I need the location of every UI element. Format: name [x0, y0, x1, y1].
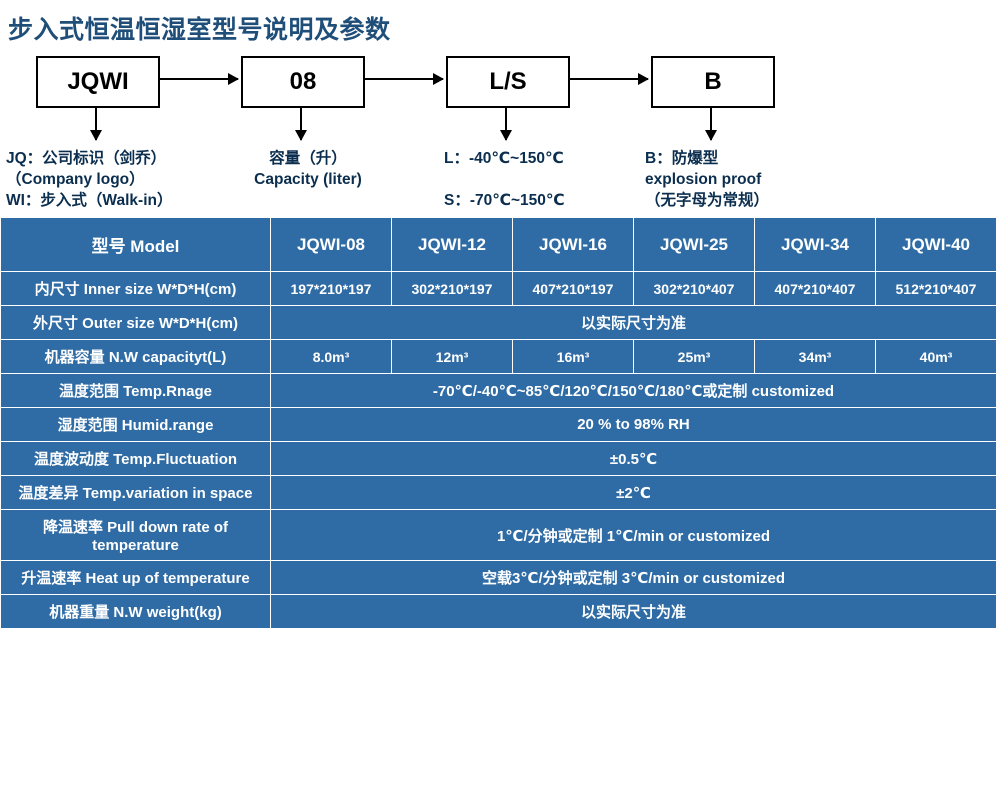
row-value-span: 以实际尺寸为准	[270, 594, 996, 629]
arrow-right-icon-2	[363, 73, 444, 85]
arrow-down-icon-4	[705, 106, 717, 141]
table-header-model: JQWI-40	[875, 217, 996, 272]
diagram-box-temp-range-code: L/S	[446, 56, 570, 108]
row-value-cell: 302*210*197	[391, 271, 513, 306]
row-value-cell: 197*210*197	[270, 271, 392, 306]
diagram-caption-capacity: 容量（升） Capacity (liter)	[254, 150, 362, 188]
row-value-span: -70℃/-40℃~85℃/120℃/150℃/180℃或定制 customiz…	[270, 373, 996, 408]
table-row: 外尺寸 Outer size W*D*H(cm)以实际尺寸为准	[0, 305, 996, 340]
diagram-box-capacity-code: 08	[241, 56, 365, 108]
table-header-label: 型号 Model	[0, 217, 271, 272]
row-label: 湿度范围 Humid.range	[0, 407, 271, 442]
row-label: 外尺寸 Outer size W*D*H(cm)	[0, 305, 271, 340]
row-value-span: 空载3℃/分钟或定制 3℃/min or customized	[270, 560, 996, 595]
diagram-box-model-prefix: JQWI	[36, 56, 160, 108]
table-header-model: JQWI-34	[754, 217, 876, 272]
row-value-cell: 25m³	[633, 339, 755, 374]
table-header-model: JQWI-25	[633, 217, 755, 272]
row-value-cell: 34m³	[754, 339, 876, 374]
arrow-right-icon-3	[568, 73, 649, 85]
row-value-cell: 8.0m³	[270, 339, 392, 374]
row-value-cell: 302*210*407	[633, 271, 755, 306]
arrow-down-icon-3	[500, 106, 512, 141]
row-label: 温度范围 Temp.Rnage	[0, 373, 271, 408]
table-header-model: JQWI-16	[512, 217, 634, 272]
table-row: 温度范围 Temp.Rnage-70℃/-40℃~85℃/120℃/150℃/1…	[0, 373, 996, 408]
row-label: 温度差异 Temp.variation in space	[0, 475, 271, 510]
row-label: 降温速率 Pull down rate of temperature	[0, 509, 271, 561]
row-value-span: 以实际尺寸为准	[270, 305, 996, 340]
row-value-span: ±0.5℃	[270, 441, 996, 476]
table-header-model: JQWI-08	[270, 217, 392, 272]
row-value-cell: 40m³	[875, 339, 996, 374]
row-value-cell: 512*210*407	[875, 271, 996, 306]
row-value-cell: 407*210*197	[512, 271, 634, 306]
row-label: 温度波动度 Temp.Fluctuation	[0, 441, 271, 476]
page-title: 步入式恒温恒湿室型号说明及参数	[8, 16, 391, 44]
diagram-caption-company-logo: JQ：公司标识（剑乔） （Company logo） WI：步入式（Walk-i…	[6, 150, 173, 209]
diagram-caption-temp-range: L：-40℃~150℃ S：-70℃~150℃	[444, 150, 565, 209]
table-header-model: JQWI-12	[391, 217, 513, 272]
row-label: 内尺寸 Inner size W*D*H(cm)	[0, 271, 271, 306]
row-label: 机器容量 N.W capacityt(L)	[0, 339, 271, 374]
table-row: 机器重量 N.W weight(kg)以实际尺寸为准	[0, 594, 996, 629]
diagram-caption-explosion-proof: B：防爆型 explosion proof （无字母为常规）	[645, 150, 770, 209]
row-value-span: 20 % to 98% RH	[270, 407, 996, 442]
table-row: 温度波动度 Temp.Fluctuation±0.5℃	[0, 441, 996, 476]
arrow-down-icon-1	[90, 106, 102, 141]
arrow-down-icon-2	[295, 106, 307, 141]
row-value-cell: 407*210*407	[754, 271, 876, 306]
table-row: 温度差异 Temp.variation in space±2℃	[0, 475, 996, 510]
arrow-right-icon-1	[158, 73, 239, 85]
row-value-cell: 12m³	[391, 339, 513, 374]
row-label: 机器重量 N.W weight(kg)	[0, 594, 271, 629]
row-value-span: ±2℃	[270, 475, 996, 510]
row-value-span: 1℃/分钟或定制 1℃/min or customized	[270, 509, 996, 561]
row-value-cell: 16m³	[512, 339, 634, 374]
row-label: 升温速率 Heat up of temperature	[0, 560, 271, 595]
diagram-box-explosion-code: B	[651, 56, 775, 108]
model-code-diagram: JQWI 08 L/S B JQ：公司标识（剑乔） （Company logo）…	[0, 52, 996, 212]
